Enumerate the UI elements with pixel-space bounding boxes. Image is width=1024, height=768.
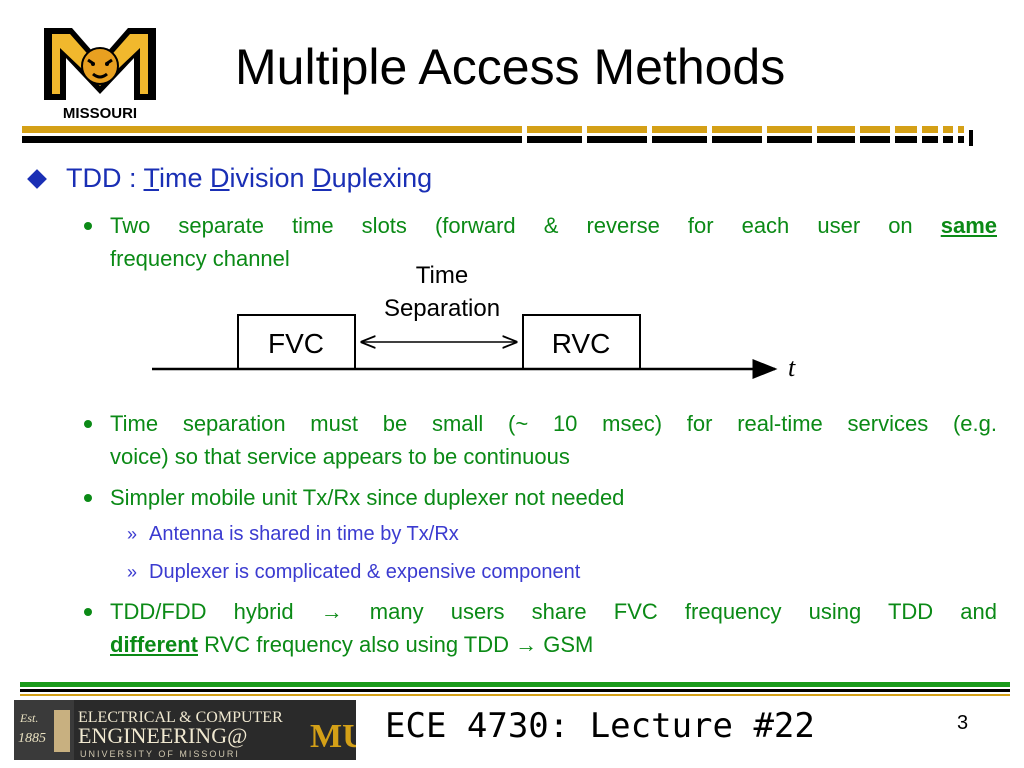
rvc-label: RVC	[552, 328, 611, 359]
time-label: Time	[416, 262, 468, 289]
sub-bullet-marker: »	[127, 562, 138, 582]
diamond-bullet-icon	[27, 169, 47, 189]
bullet-dot-icon	[84, 222, 92, 230]
bullet-3: Simpler mobile unit Tx/Rx since duplexer…	[110, 485, 625, 510]
missouri-tiger-logo: MISSOURI	[42, 28, 158, 122]
sub-bullet-2: Duplexer is complicated & expensive comp…	[149, 561, 581, 583]
level1-heading: TDD : Time Division Duplexing	[66, 163, 433, 193]
logo-line3: UNIVERSITY OF MISSOURI	[80, 749, 240, 759]
bullet-1: Two separate time slots (forward & rever…	[110, 213, 997, 271]
svg-text:Est.: Est.	[19, 711, 38, 725]
fvc-label: FVC	[268, 328, 324, 359]
bullet-dot-icon	[84, 494, 92, 502]
lecture-title: ECE 4730: Lecture #22	[385, 706, 815, 746]
bullet-4: TDD/FDD hybrid → many users share FVC fr…	[110, 599, 997, 657]
tdd-diagram: Time Separation FVC RVC t	[152, 262, 796, 382]
logo-text: MISSOURI	[63, 105, 137, 122]
sub-bullet-1: Antenna is shared in time by Tx/Rx	[149, 523, 459, 545]
bullet-dot-icon	[84, 608, 92, 616]
logo-line2: ENGINEERING@	[78, 723, 247, 748]
sub-bullet-marker: »	[127, 524, 138, 544]
bullet-2: Time separation must be small (~ 10 msec…	[110, 411, 997, 469]
logo-line1: ELECTRICAL & COMPUTER	[78, 709, 283, 726]
bullet-dot-icon	[84, 420, 92, 428]
svg-text:1885: 1885	[18, 731, 46, 746]
ece-department-logo: Est. 1885 ELECTRICAL & COMPUTER ENGINEER…	[14, 700, 356, 760]
logo-mu: MU	[310, 718, 356, 755]
axis-t-label: t	[788, 353, 796, 382]
separation-label: Separation	[384, 295, 500, 322]
footer-divider	[20, 682, 1010, 696]
page-number: 3	[957, 712, 969, 734]
slide-title: Multiple Access Methods	[235, 39, 786, 95]
rvc-box	[522, 314, 641, 370]
title-divider	[22, 126, 973, 146]
